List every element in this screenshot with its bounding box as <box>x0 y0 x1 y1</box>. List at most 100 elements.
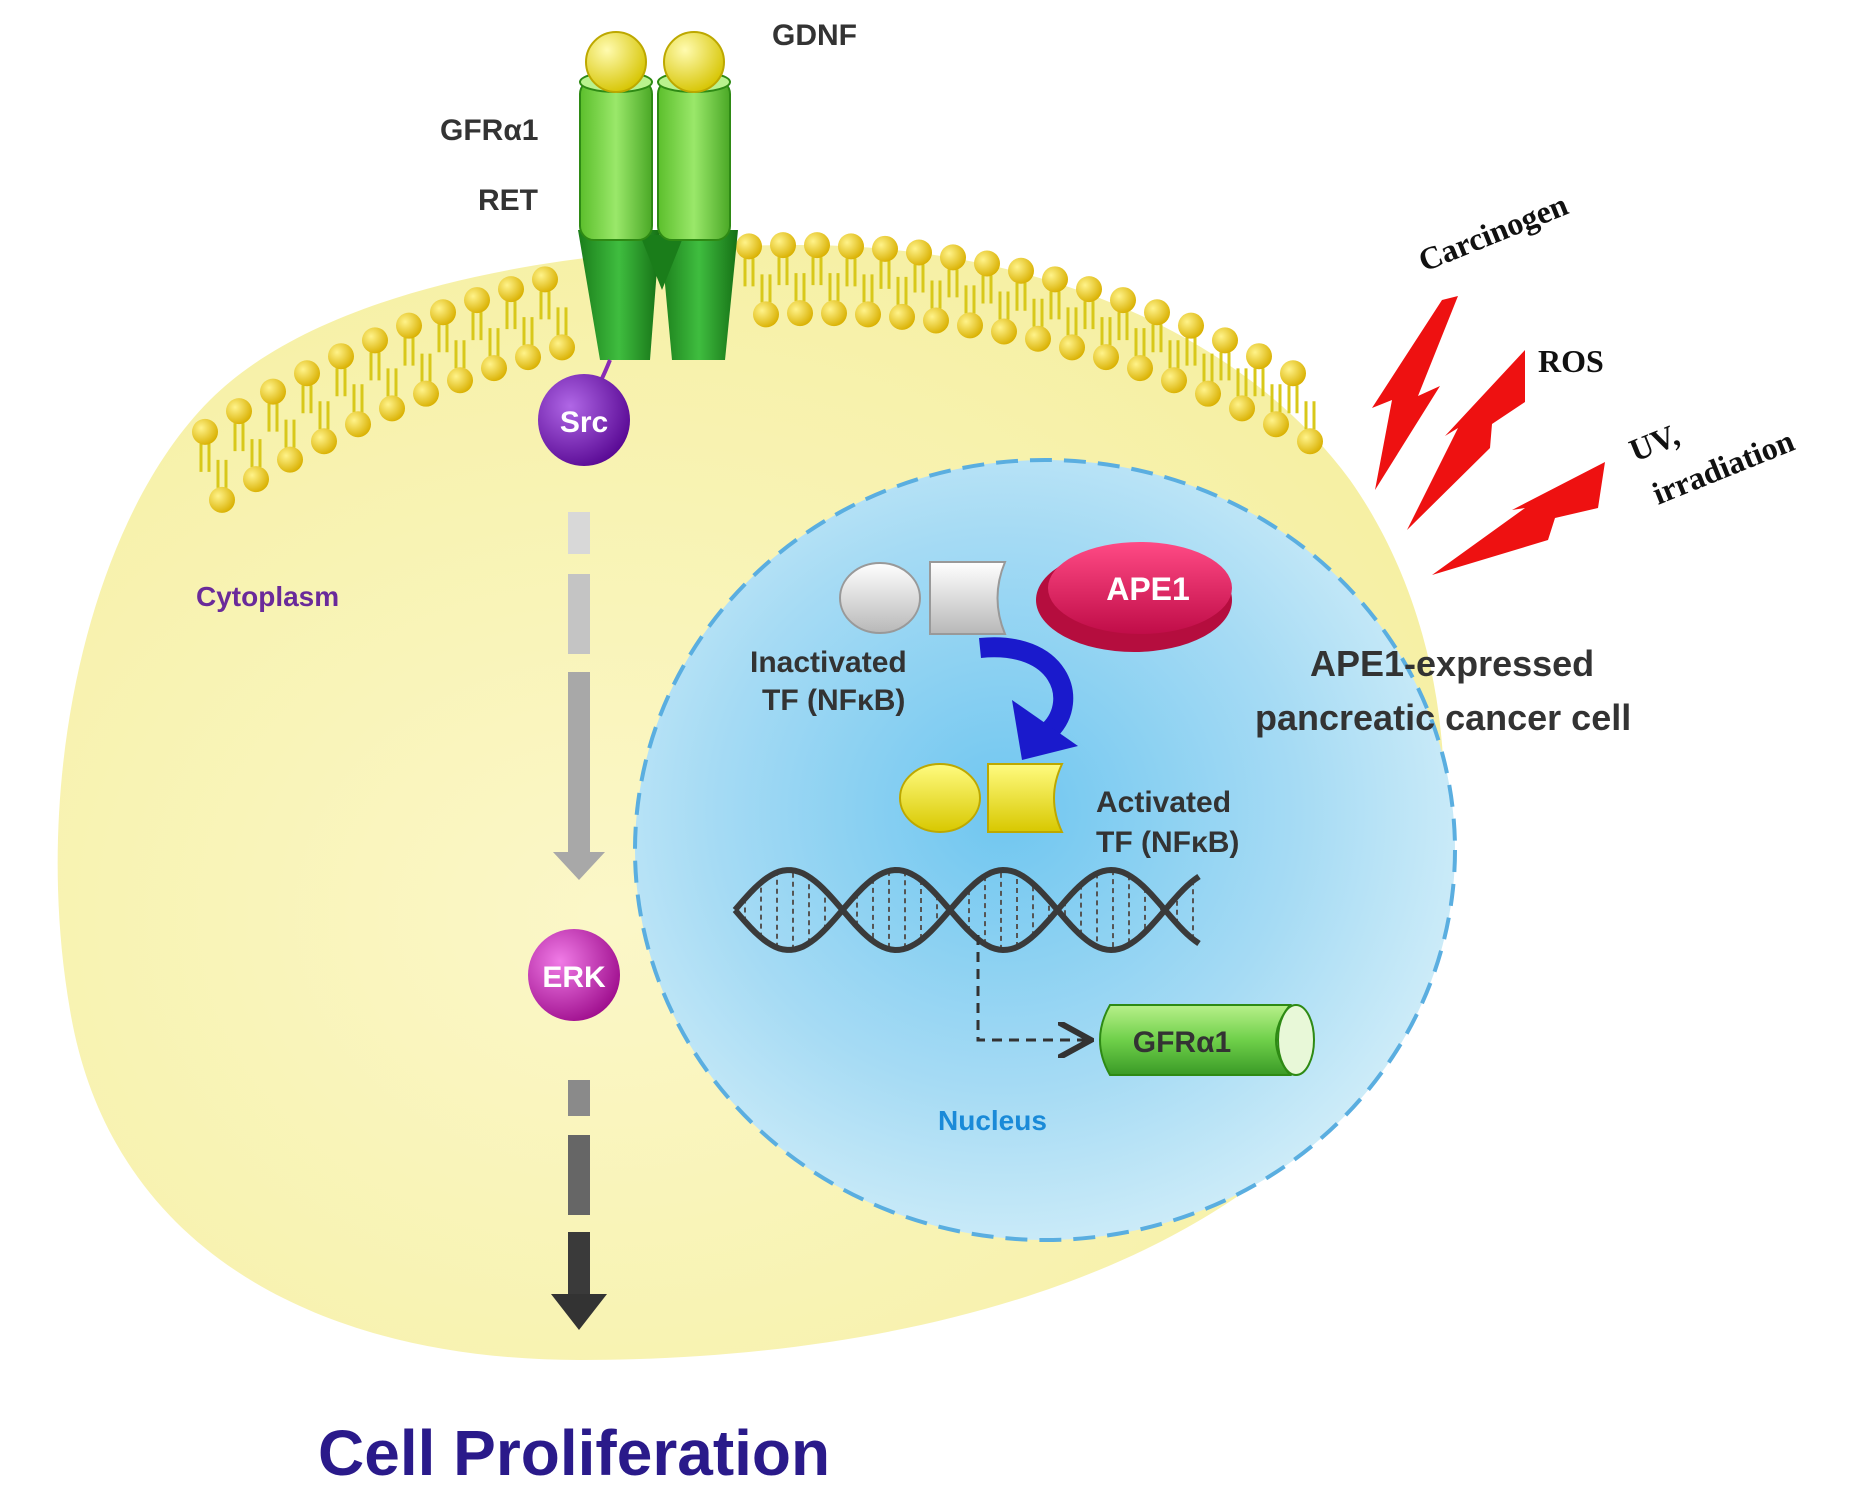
gfra1-product-label: GFRα1 <box>1133 1026 1231 1059</box>
lipid-tail <box>760 274 772 303</box>
activated-tf-label-line1: Activated <box>1096 786 1231 819</box>
lipid-head-outer <box>430 299 456 326</box>
lipid-tail <box>1049 291 1061 320</box>
erk-label: ERK <box>542 961 606 994</box>
lipid-head-outer <box>328 343 354 370</box>
lipid-head-outer <box>1280 360 1306 387</box>
lipid-head-inner <box>447 367 473 394</box>
lipid-tail <box>420 353 432 382</box>
lipid-head-outer <box>1008 257 1034 284</box>
gfra1-coreceptor-left <box>579 79 653 241</box>
lipid-tail <box>284 419 296 448</box>
lipid-tail <box>1253 368 1265 397</box>
lipid-tail <box>1304 401 1316 430</box>
lipid-tail <box>1066 307 1078 336</box>
ros-label: ROS <box>1538 343 1604 379</box>
ret-receptor-left <box>578 230 660 360</box>
ape1-protein: APE1 <box>1036 542 1232 652</box>
lipid-tail <box>233 423 245 452</box>
ape1-label: APE1 <box>1106 571 1190 607</box>
inactivated-tf-label-line1: Inactivated <box>750 646 907 679</box>
dna-strand <box>732 866 1201 954</box>
src-kinase: Src <box>538 374 630 466</box>
uv-label: UV, <box>1624 416 1684 468</box>
lipid-head-outer <box>1042 266 1068 293</box>
lipid-tail <box>539 291 551 320</box>
lipid-tail <box>828 273 840 302</box>
lipid-tail <box>964 285 976 314</box>
lipid-tail <box>267 403 279 432</box>
lipid-tail <box>522 317 534 346</box>
lipid-head-outer <box>974 250 1000 277</box>
lipid-head-outer <box>260 378 286 405</box>
cell-type-label-line2: pancreatic cancer cell <box>1255 697 1631 738</box>
lipid-head-outer <box>464 287 490 314</box>
lightning-bolt-uv <box>1432 462 1605 575</box>
cell-proliferation-label: Cell Proliferation <box>318 1417 830 1489</box>
lipid-head-inner <box>787 300 813 327</box>
lipid-head-inner <box>413 380 439 407</box>
lipid-head-inner <box>549 334 575 361</box>
lipid-head-outer <box>192 418 218 445</box>
lipid-tail <box>216 459 228 488</box>
lipid-tail <box>403 337 415 366</box>
gfra1-coreceptor-right <box>657 79 731 241</box>
cytoplasm-label: Cytoplasm <box>196 581 339 612</box>
lightning-bolt-carcinogen <box>1372 296 1458 490</box>
lipid-head-inner <box>1093 344 1119 371</box>
lipid-tail <box>1202 353 1214 382</box>
lipid-tail <box>743 258 755 287</box>
lipid-head-outer <box>1076 276 1102 303</box>
lipid-tail <box>1168 340 1180 369</box>
transcription-arrow <box>976 935 1088 1040</box>
inactivated-tf-nfkb <box>839 561 1007 635</box>
gdnf-label: GDNF <box>772 19 857 52</box>
lipid-head-inner <box>1297 428 1323 455</box>
activated-tf-nfkb <box>899 763 1064 833</box>
lipid-head-outer <box>736 233 762 260</box>
lipid-tail <box>998 291 1010 320</box>
lipid-head-outer <box>362 327 388 354</box>
lipid-tail <box>1100 317 1112 346</box>
lipid-head-inner <box>481 355 507 382</box>
lipid-tail <box>1219 352 1231 381</box>
lipid-tail <box>488 328 500 357</box>
lipid-tail <box>335 368 347 397</box>
lipid-tail <box>981 275 993 304</box>
lipid-head-outer <box>498 276 524 303</box>
lipid-head-inner <box>753 301 779 328</box>
lipid-tail <box>811 257 823 286</box>
lipid-head-outer <box>532 266 558 293</box>
stressor-bolts <box>1372 296 1605 575</box>
lipid-head-outer <box>1178 312 1204 339</box>
lightning-bolt-ros <box>1407 350 1525 530</box>
lipid-tail <box>930 280 942 309</box>
lipid-head-outer <box>1144 299 1170 326</box>
lipid-head-outer <box>804 232 830 259</box>
lipid-head-inner <box>923 307 949 334</box>
lipid-tail <box>845 258 857 287</box>
lipid-head-inner <box>515 344 541 371</box>
lipid-tail <box>1083 301 1095 330</box>
lipid-head-inner <box>379 395 405 422</box>
lipid-tail <box>1270 384 1282 413</box>
lipid-tail <box>913 264 925 293</box>
lipid-tail <box>437 324 449 353</box>
lipid-tail <box>794 273 806 302</box>
lipid-head-inner <box>991 318 1017 345</box>
lipid-head-outer <box>1212 327 1238 354</box>
lipid-head-inner <box>889 303 915 330</box>
lipid-head-inner <box>1263 411 1289 438</box>
cell-type-label-line1: APE1-expressed <box>1310 643 1594 684</box>
lipid-tail <box>1151 324 1163 353</box>
gdnf-ligand-right <box>663 31 725 93</box>
inactivated-tf-label-line2: TF (NFκB) <box>762 684 905 717</box>
lipid-head-outer <box>770 232 796 259</box>
ret-receptor-right <box>660 230 738 360</box>
gfra1-label: GFRα1 <box>440 114 538 147</box>
lipid-tail <box>862 274 874 303</box>
lipid-tail <box>454 340 466 369</box>
lipid-head-inner <box>1059 334 1085 361</box>
gdnf-receptor-complex <box>578 31 738 402</box>
